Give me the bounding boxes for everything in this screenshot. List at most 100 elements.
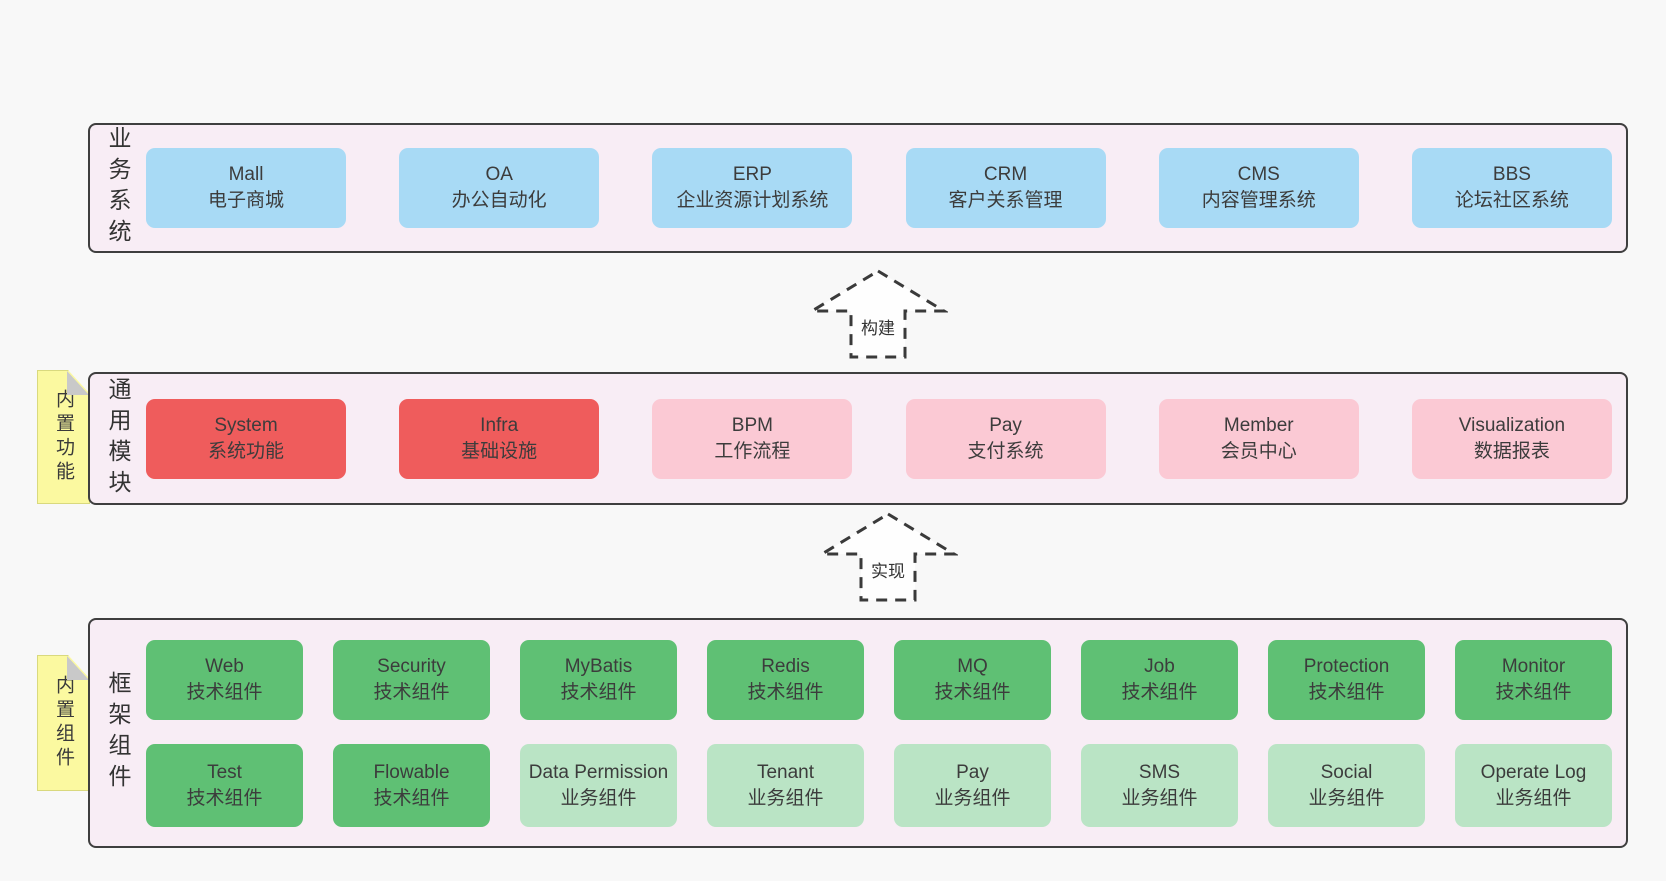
box-title: MyBatis xyxy=(564,656,633,678)
box-title: Pay xyxy=(989,414,1022,436)
box-subtitle: 业务组件 xyxy=(747,787,824,809)
box-subtitle: 电子商城 xyxy=(207,190,284,211)
box-title: Monitor xyxy=(1501,656,1566,678)
box-title: Redis xyxy=(761,656,810,678)
section-label: 框架组件 xyxy=(105,671,131,795)
box-social: Social 业务组件 xyxy=(1268,744,1425,827)
box-operate-log: Operate Log 业务组件 xyxy=(1455,744,1612,827)
box-web: Web 技术组件 xyxy=(146,640,303,720)
box-title: MQ xyxy=(957,656,988,678)
box-oa: OA 办公自动化 xyxy=(399,148,600,228)
box-security: Security 技术组件 xyxy=(333,640,490,720)
arrow-build: 构建 xyxy=(808,268,948,360)
box-title: Data Permission xyxy=(528,761,669,783)
box-subtitle: 技术组件 xyxy=(1308,682,1385,703)
box-title: Job xyxy=(1144,656,1175,678)
box-flowable: Flowable 技术组件 xyxy=(333,744,490,827)
box-visualization: Visualization 数据报表 xyxy=(1411,398,1612,479)
box-title: BPM xyxy=(731,414,773,436)
box-pay: Pay 支付系统 xyxy=(905,398,1106,479)
box-sms: SMS 业务组件 xyxy=(1081,744,1238,827)
arrow-implement: 实现 xyxy=(818,511,958,603)
box-title: Flowable xyxy=(373,761,450,783)
box-member: Member 会员中心 xyxy=(1158,398,1359,479)
box-title: CRM xyxy=(983,164,1028,186)
box-title: Tenant xyxy=(756,761,815,783)
box-bbs: BBS 论坛社区系统 xyxy=(1411,148,1612,228)
box-title: Visualization xyxy=(1458,414,1566,436)
box-subtitle: 数据报表 xyxy=(1473,440,1550,462)
box-title: Protection xyxy=(1303,656,1390,678)
box-title: SMS xyxy=(1138,761,1181,783)
box-subtitle: 技术组件 xyxy=(747,682,824,703)
box-subtitle: 技术组件 xyxy=(560,682,637,703)
box-title: Mall xyxy=(228,164,264,186)
box-subtitle: 业务组件 xyxy=(1495,787,1572,809)
arrow-label: 构建 xyxy=(859,314,897,339)
box-title: Pay xyxy=(956,761,989,783)
box-subtitle: 业务组件 xyxy=(1308,787,1385,809)
box-row: Mall 电子商城 OA 办公自动化 ERP 企业资源计划系统 CRM 客户关系管理 CMS 内容… xyxy=(146,125,1626,251)
box-subtitle: 内容管理系统 xyxy=(1201,190,1316,211)
box-job: Job 技术组件 xyxy=(1081,640,1238,720)
box-title: Security xyxy=(377,656,446,678)
box-subtitle: 业务组件 xyxy=(1121,787,1198,809)
box-crm: CRM 客户关系管理 xyxy=(905,148,1106,228)
arrow-label: 实现 xyxy=(869,557,907,582)
box-mybatis: MyBatis 技术组件 xyxy=(520,640,677,720)
box-subtitle: 技术组件 xyxy=(186,682,263,703)
box-subtitle: 会员中心 xyxy=(1220,440,1297,462)
box-subtitle: 技术组件 xyxy=(1495,682,1572,703)
box-subtitle: 工作流程 xyxy=(714,440,791,462)
section-label: 业务系统 xyxy=(105,126,131,250)
box-title: Member xyxy=(1223,414,1294,436)
box-subtitle: 技术组件 xyxy=(186,787,263,809)
box-subtitle: 技术组件 xyxy=(373,787,450,809)
box-title: ERP xyxy=(732,164,772,186)
box-tenant: Tenant 业务组件 xyxy=(707,744,864,827)
box-title: CMS xyxy=(1237,164,1280,186)
box-protection: Protection 技术组件 xyxy=(1268,640,1425,720)
box-subtitle: 办公自动化 xyxy=(451,190,547,211)
box-subtitle: 支付系统 xyxy=(967,440,1044,462)
box-cms: CMS 内容管理系统 xyxy=(1158,148,1359,228)
box-title: Social xyxy=(1320,761,1373,783)
section-label: 通用模块 xyxy=(105,376,131,501)
box-mall: Mall 电子商城 xyxy=(146,148,346,228)
box-subtitle: 技术组件 xyxy=(373,682,450,703)
box-subtitle: 企业资源计划系统 xyxy=(676,190,829,211)
box-subtitle: 技术组件 xyxy=(1121,682,1198,703)
box-redis: Redis 技术组件 xyxy=(707,640,864,720)
sticky-note-label: 内置组件 xyxy=(53,675,74,771)
folded-corner-icon xyxy=(67,371,89,395)
sticky-note-label: 内置功能 xyxy=(53,389,74,485)
box-subtitle: 系统功能 xyxy=(207,440,284,462)
box-data-permission: Data Permission 业务组件 xyxy=(520,744,677,827)
box-subtitle: 论坛社区系统 xyxy=(1454,190,1569,211)
folded-corner-icon xyxy=(67,656,89,680)
box-subtitle: 业务组件 xyxy=(934,787,1011,809)
sticky-note-builtin-features: 内置功能 xyxy=(37,370,90,504)
box-subtitle: 客户关系管理 xyxy=(948,190,1063,211)
box-subtitle: 业务组件 xyxy=(560,787,637,809)
box-title: Test xyxy=(207,761,242,783)
box-title: Infra xyxy=(480,414,519,436)
box-pay: Pay 业务组件 xyxy=(894,744,1051,827)
box-title: Web xyxy=(205,656,244,678)
box-title: Operate Log xyxy=(1480,761,1587,783)
box-test: Test 技术组件 xyxy=(146,744,303,827)
box-subtitle: 技术组件 xyxy=(934,682,1011,703)
box-title: OA xyxy=(485,164,513,186)
box-title: BBS xyxy=(1492,164,1531,186)
box-monitor: Monitor 技术组件 xyxy=(1455,640,1612,720)
box-erp: ERP 企业资源计划系统 xyxy=(652,148,853,228)
